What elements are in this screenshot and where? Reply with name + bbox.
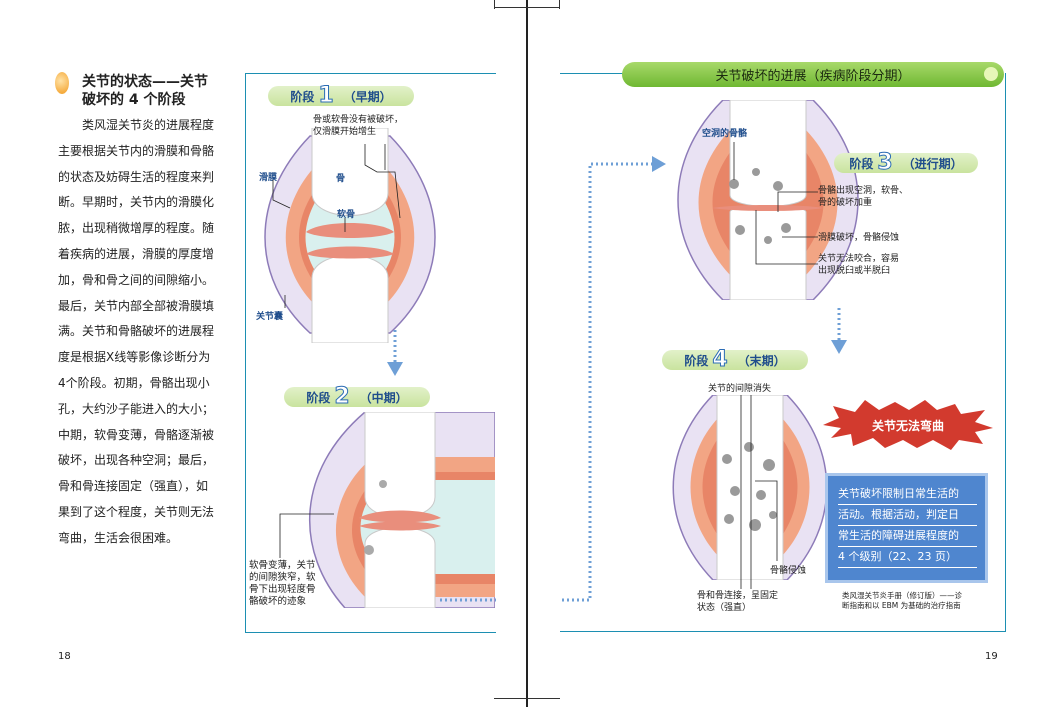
stage2-label: 阶段 (306, 390, 331, 405)
body-line: 加，骨和骨之间的间隙缩小。 (58, 272, 215, 287)
stage4-pill: 阶段 4 （末期） (662, 347, 808, 372)
cannot-bend-text: 关节无法弯曲 (871, 419, 944, 433)
body-line: 度是根据X线等影像诊断分为 (58, 350, 211, 365)
stage3-note1-line2: 骨的破坏加重 (818, 198, 873, 208)
stage2-joint-illustration (309, 412, 495, 608)
body-line: 孔，大约沙子能进入的大小； (58, 401, 215, 416)
stage2-note-line2: 的间隙狭窄，软 (249, 572, 316, 583)
stage3-joint-illustration (677, 100, 859, 300)
body-line: 中期，软骨变薄，骨骼逐渐被 (58, 427, 215, 442)
stage3-note1-line1: 骨骼出现空洞，软骨、 (818, 186, 909, 196)
stage1-note: 骨或软骨没有被破坏， 仅滑膜开始增生 (313, 114, 403, 138)
stage4-erosion-label: 骨骼侵蚀 (770, 566, 807, 576)
stage1-leader-lines (272, 144, 401, 308)
dotted-connector-right (562, 156, 666, 602)
left-figure-panel (245, 73, 496, 633)
daily-life-info-box: 关节破坏限制日常生活的 活动。根据活动，判定日 常生活的障碍进展程度的 4 个级… (828, 476, 985, 580)
cavity-bone-label: 空洞的骨骼 (702, 129, 748, 139)
stage4-number: 4 (712, 347, 728, 372)
stage3-pill: 阶段 3 （进行期） (834, 150, 978, 175)
source-footnote: 类风湿关节炎手册（修订版）——诊 断指南和以 EBM 为基础的治疗指南 (842, 591, 962, 611)
stage2-note-line4: 骼破坏的迹象 (249, 596, 307, 607)
stage1-bone-label: 骨 (336, 174, 346, 184)
progression-header-text: 关节破坏的进展（疾病阶段分期） (715, 69, 911, 84)
stage1-label: 阶段 (290, 89, 315, 104)
body-line: 弯曲，生活会很困难。 (58, 530, 179, 545)
section-title-line2: 破坏的 4 个阶段 (82, 92, 186, 108)
stage3-note3-line1: 关节无法咬合，容易 (818, 254, 900, 264)
crop-mark-top-divider (494, 7, 560, 8)
arrow-stage1-to-2 (387, 330, 403, 376)
stage1-number: 1 (318, 83, 334, 108)
body-line: 果到了这个程度，关节则无法 (58, 504, 215, 519)
info-box-line4: 4 个级别（22、23 页） (838, 547, 977, 568)
book-spine (526, 0, 528, 707)
stage1-note-line2: 仅滑膜开始增生 (313, 127, 377, 137)
stage3-phase: （进行期） (902, 156, 963, 171)
arrow-stage3-to-4 (831, 308, 847, 354)
stage1-joint-illustration (264, 128, 436, 343)
page-number-left: 18 (58, 651, 71, 662)
stage1-note-line1: 骨或软骨没有被破坏， (313, 115, 404, 125)
body-paragraph: 类风湿关节炎的进展程度主要根据关节内的滑膜和骨骼的状态及妨碍生活的程度来判断。早… (58, 113, 214, 552)
body-line: 类风湿关节炎的进展程度 (82, 118, 215, 132)
stage1-capsule-label: 关节囊 (256, 312, 284, 322)
body-line: 的状态及妨碍生活的程度来判 (58, 169, 215, 184)
stage4-joint-illustration (672, 395, 828, 580)
footnote-line1: 类风湿关节炎手册（修订版）——诊 (842, 591, 962, 600)
stage2-leader-line (279, 513, 334, 558)
stage1-pill: 阶段 1 （早期） (268, 83, 414, 108)
stage2-number: 2 (334, 384, 350, 409)
body-line: 4个阶段。初期，骨骼出现小 (58, 375, 210, 390)
dotted-connector-left (440, 598, 496, 602)
info-box-line3: 常生活的障碍进展程度的 (838, 526, 977, 547)
stage2-phase: （中期） (359, 390, 408, 405)
stage1-phase: （早期） (343, 89, 392, 104)
section-title: 关节的状态——关节 破坏的 4 个阶段 (82, 73, 232, 109)
body-line: 脓，出现稍微增厚的程度。随 (58, 221, 215, 236)
right-figure-panel (560, 73, 1006, 632)
stage3-number: 3 (877, 150, 893, 175)
stage1-synovium-label: 滑膜 (259, 173, 278, 183)
stage2-note-line3: 骨下出现轻度骨 (249, 584, 316, 595)
header-leader-line (560, 73, 624, 74)
cannot-bend-burst (823, 400, 993, 450)
footnote-line2: 断指南和以 EBM 为基础的治疗指南 (842, 601, 961, 610)
body-line: 满。关节和骨骼破坏的进展程 (58, 324, 215, 339)
stage4-fused-label: 骨和骨连接，呈固定 状态（强直） (697, 590, 778, 614)
stage1-cartilage-label: 软骨 (337, 210, 356, 220)
stage4-phase: （末期） (737, 353, 786, 368)
body-line: 最后，关节内部全部被滑膜填 (58, 298, 215, 313)
stage2-note: 软骨变薄，关节 的间隙狭窄，软 骨下出现轻度骨 骼破坏的迹象 (249, 560, 316, 608)
stage4-label: 阶段 (684, 353, 709, 368)
section-title-line1: 关节的状态——关节 (82, 74, 208, 90)
stage3-note1: 骨骼出现空洞，软骨、 骨的破坏加重 (818, 185, 908, 209)
stage3-note2: 滑膜破坏，骨骼侵蚀 (818, 233, 900, 243)
stage2-pill: 阶段 2 （中期） (284, 384, 430, 409)
info-box-line2: 活动。根据活动，判定日 (838, 505, 977, 526)
body-line: 骨和骨连接固定（强直），如 (58, 479, 209, 494)
page-number-right: 19 (985, 651, 998, 662)
stage3-leader-lines (733, 142, 818, 265)
body-line: 着疾病的进展，滑膜的厚度增 (58, 246, 215, 261)
stage4-fused-line1: 骨和骨连接，呈固定 (697, 591, 779, 601)
section-bullet-icon (55, 72, 69, 94)
stage3-note3: 关节无法咬合，容易 出现脱臼或半脱臼 (818, 253, 899, 277)
stage4-fused-line2: 状态（强直） (697, 603, 752, 613)
stage3-label: 阶段 (849, 156, 874, 171)
crop-mark-bottom-divider (494, 698, 560, 699)
body-line: 断。早期时，关节内的滑膜化 (58, 195, 215, 210)
info-box-line1: 关节破坏限制日常生活的 (838, 484, 977, 505)
body-line: 主要根据关节内的滑膜和骨骼 (58, 143, 215, 158)
stage3-note3-line2: 出现脱臼或半脱臼 (818, 266, 891, 276)
stage2-note-line1: 软骨变薄，关节 (249, 560, 316, 571)
stage4-gap-label: 关节的间隙消失 (708, 384, 772, 394)
progression-header: 关节破坏的进展（疾病阶段分期） (622, 62, 1004, 87)
crop-mark-top (494, 0, 560, 9)
header-dot (984, 67, 998, 81)
body-line: 破坏，出现各种空洞；最后， (58, 453, 215, 468)
stage4-leader-lines (740, 395, 778, 589)
